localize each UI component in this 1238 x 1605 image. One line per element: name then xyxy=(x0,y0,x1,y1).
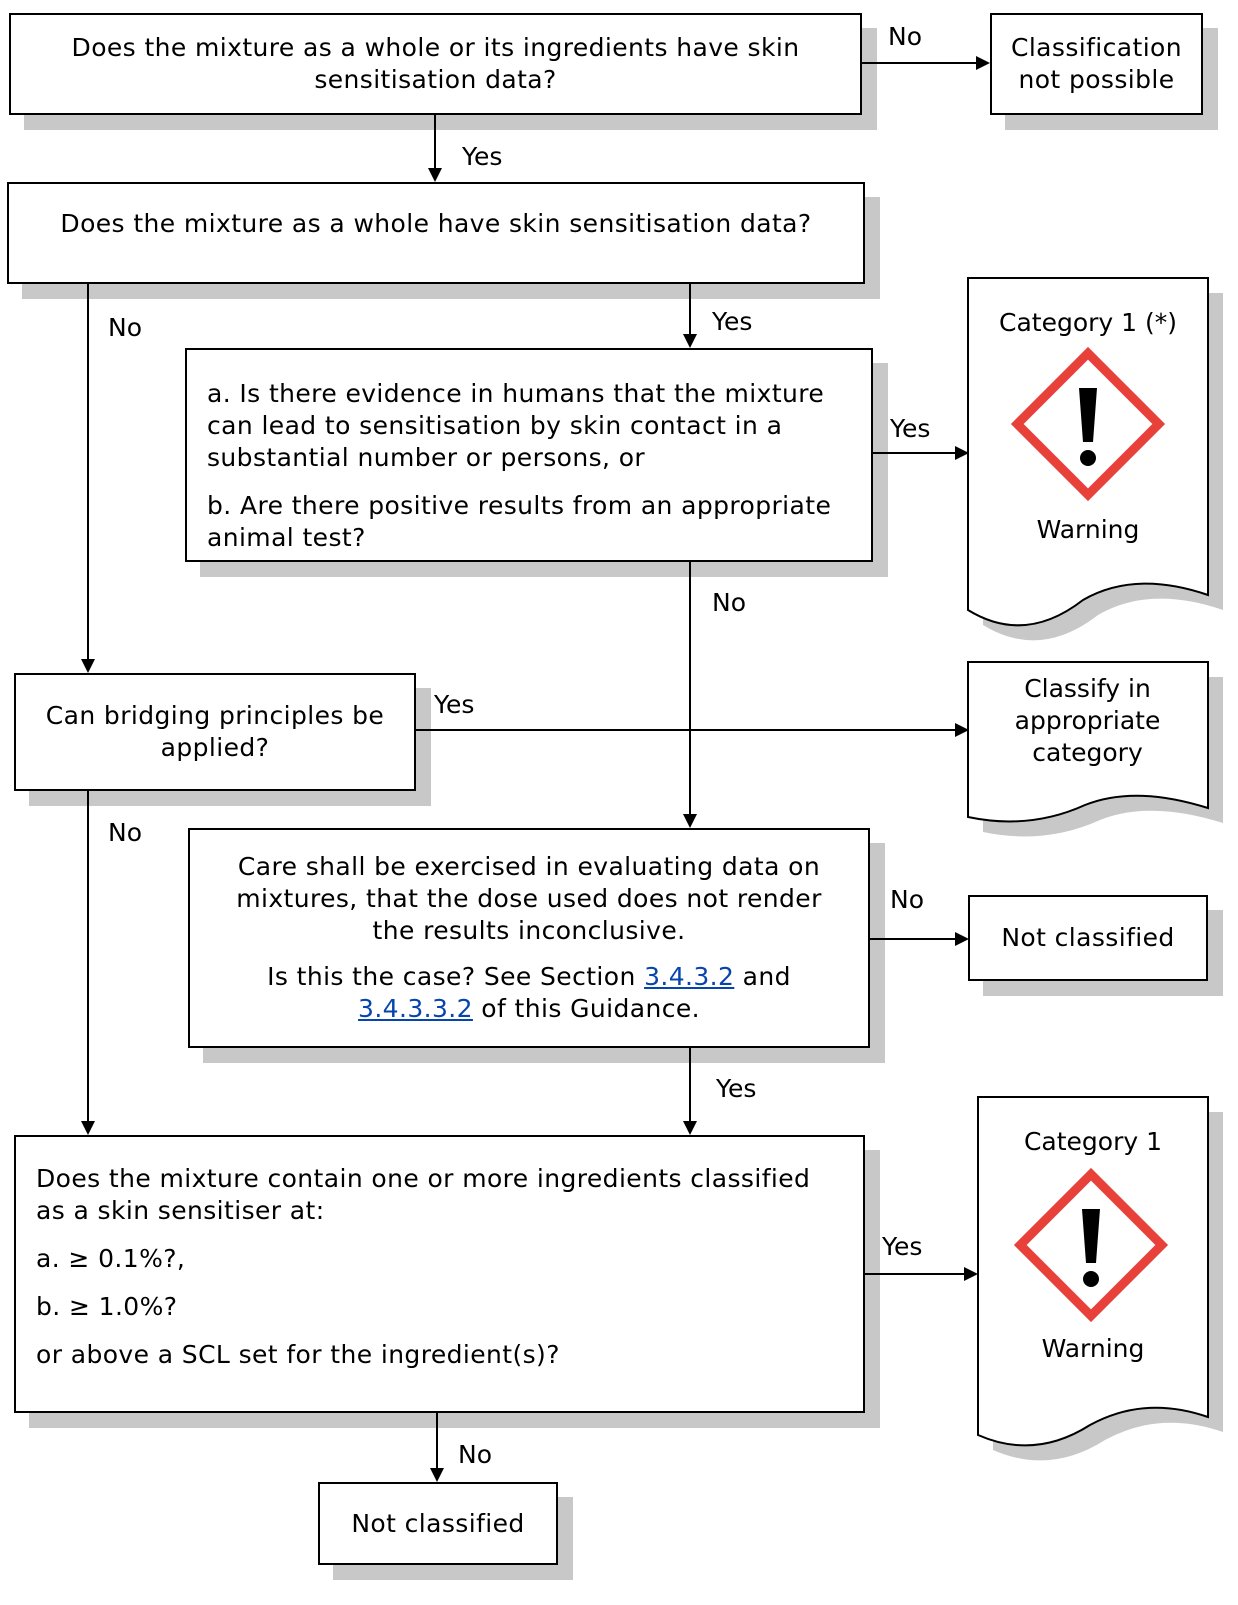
question-ingredients: Does the mixture contain one or more ing… xyxy=(14,1135,865,1413)
exclamation-mark-icon xyxy=(1013,1167,1169,1323)
question-ingredients-a: a. ≥ 0.1%?, xyxy=(36,1244,186,1273)
section-link-3-4-3-2[interactable]: 3.4.3.2 xyxy=(644,962,735,991)
exclamation-mark-icon xyxy=(1010,346,1166,502)
arrowhead-right xyxy=(976,56,990,70)
question-evidence-a: a. Is there evidence in humans that the … xyxy=(207,379,825,472)
result-not-classified-2: Not classified xyxy=(318,1482,558,1565)
edge-label-yes: Yes xyxy=(712,307,753,336)
connector-line xyxy=(434,115,436,168)
arrowhead-down xyxy=(428,168,442,182)
edge-label-yes: Yes xyxy=(462,142,503,171)
arrowhead-down xyxy=(81,659,95,673)
arrowhead-right xyxy=(955,446,969,460)
arrowhead-down xyxy=(683,814,697,828)
arrowhead-right xyxy=(955,723,969,737)
question-ingredients-intro: Does the mixture contain one or more ing… xyxy=(36,1164,811,1225)
connector-line xyxy=(689,284,691,334)
question-data-available-text: Does the mixture as a whole or its ingre… xyxy=(71,33,800,94)
arrowhead-down xyxy=(430,1468,444,1482)
edge-label-yes: Yes xyxy=(882,1232,923,1261)
connector-line xyxy=(87,284,89,659)
question-evidence: a. Is there evidence in humans that the … xyxy=(185,348,873,562)
section-link-3-4-3-3-2[interactable]: 3.4.3.3.2 xyxy=(358,994,473,1023)
doc-classify xyxy=(967,661,1209,823)
result-not-classified-2-text: Not classified xyxy=(351,1508,525,1538)
question-bridging-principles: Can bridging principles be applied? xyxy=(14,673,416,791)
edge-label-no: No xyxy=(108,313,142,342)
edge-label-yes: Yes xyxy=(890,414,931,443)
arrowhead-down xyxy=(683,334,697,348)
connector-line xyxy=(873,452,956,454)
question-care-dose-text: Care shall be exercised in evaluating da… xyxy=(236,852,822,945)
care-check-suffix: of this Guidance. xyxy=(472,994,700,1023)
question-ingredients-b: b. ≥ 1.0%? xyxy=(36,1292,178,1321)
category-1-signal-word: Warning xyxy=(1041,1334,1145,1363)
category-1-star-signal-word: Warning xyxy=(1036,515,1140,544)
connector-line xyxy=(87,791,89,1121)
result-classification-not-possible-text: Classification not possible xyxy=(1010,33,1183,94)
connector-line xyxy=(416,729,956,731)
question-evidence-b: b. Are there positive results from an ap… xyxy=(207,491,832,552)
connector-line xyxy=(865,1273,965,1275)
question-bridging-principles-text: Can bridging principles be applied? xyxy=(45,701,385,762)
classify-appropriate-category-text: Classify in appropriate category xyxy=(1014,674,1161,767)
question-ingredients-c: or above a SCL set for the ingredient(s)… xyxy=(36,1340,560,1369)
question-care-dose: Care shall be exercised in evaluating da… xyxy=(188,828,870,1048)
care-check-prefix: Is this the case? See Section xyxy=(267,962,645,991)
arrowhead-down xyxy=(683,1121,697,1135)
question-mixture-whole-text: Does the mixture as a whole have skin se… xyxy=(60,209,812,238)
category-1-title: Category 1 xyxy=(1023,1127,1163,1156)
connector-line xyxy=(436,1413,438,1468)
question-mixture-whole: Does the mixture as a whole have skin se… xyxy=(7,182,865,284)
connector-line xyxy=(862,62,976,64)
edge-label-no: No xyxy=(108,818,142,847)
connector-line xyxy=(870,938,956,940)
question-data-available: Does the mixture as a whole or its ingre… xyxy=(9,13,862,115)
result-not-classified-1: Not classified xyxy=(968,895,1208,981)
edge-label-no: No xyxy=(458,1440,492,1469)
result-not-classified-1-text: Not classified xyxy=(1001,923,1175,952)
result-classification-not-possible: Classification not possible xyxy=(990,13,1203,115)
edge-label-no: No xyxy=(888,22,922,51)
edge-label-no: No xyxy=(890,885,924,914)
question-care-dose-check: Is this the case? See Section 3.4.3.2 an… xyxy=(207,961,851,1025)
connector-line xyxy=(689,562,691,814)
edge-label-no: No xyxy=(712,588,746,617)
category-1-star-title: Category 1 (*) xyxy=(998,308,1177,337)
arrowhead-right xyxy=(964,1267,978,1281)
arrowhead-right xyxy=(955,932,969,946)
connector-line xyxy=(689,1048,691,1121)
care-check-mid: and xyxy=(734,962,791,991)
edge-label-yes: Yes xyxy=(434,690,475,719)
edge-label-yes: Yes xyxy=(716,1074,757,1103)
arrowhead-down xyxy=(81,1121,95,1135)
